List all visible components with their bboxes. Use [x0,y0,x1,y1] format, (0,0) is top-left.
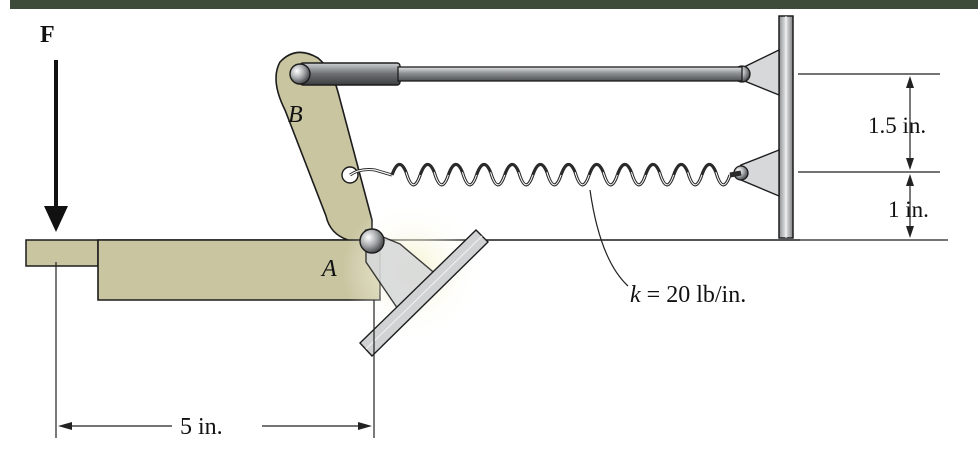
inclined-support [359,228,489,358]
horizontal-dimension [55,262,375,438]
spring-pointer-line [589,189,629,287]
spring-k-symbol: k [630,282,641,308]
left-margin [0,0,10,449]
spring-constant-label: k = 20 lb/in. [630,282,746,308]
spring-coil-highlight [405,172,731,186]
spring-k-value: = 20 lb/in. [641,282,747,308]
pin-b-icon [289,63,311,85]
horizontal-dimension-arrowheads [58,422,372,430]
ground-bar [25,239,99,267]
top-background-strip [0,0,978,9]
dimension-arrowheads [906,76,914,238]
horizontal-dimension-label: 5 in. [180,414,223,440]
lower-dimension-label: 1 in. [888,197,929,222]
pin-a-icon [359,228,385,254]
wall-support [778,15,794,239]
spring-coil-front [404,171,732,187]
force-arrow-icon [44,60,68,232]
upper-dimension-label: 1.5 in. [868,113,926,138]
force-label: F [40,22,55,48]
point-a-label: A [320,256,337,282]
spring-end-hook [729,170,742,178]
point-b-label: B [288,102,303,128]
vertical-dimension-lines [798,73,948,241]
pedal-lever [97,51,381,301]
spring-coil-back [390,162,718,176]
spring-icon [349,162,742,187]
link-rod [299,62,743,86]
